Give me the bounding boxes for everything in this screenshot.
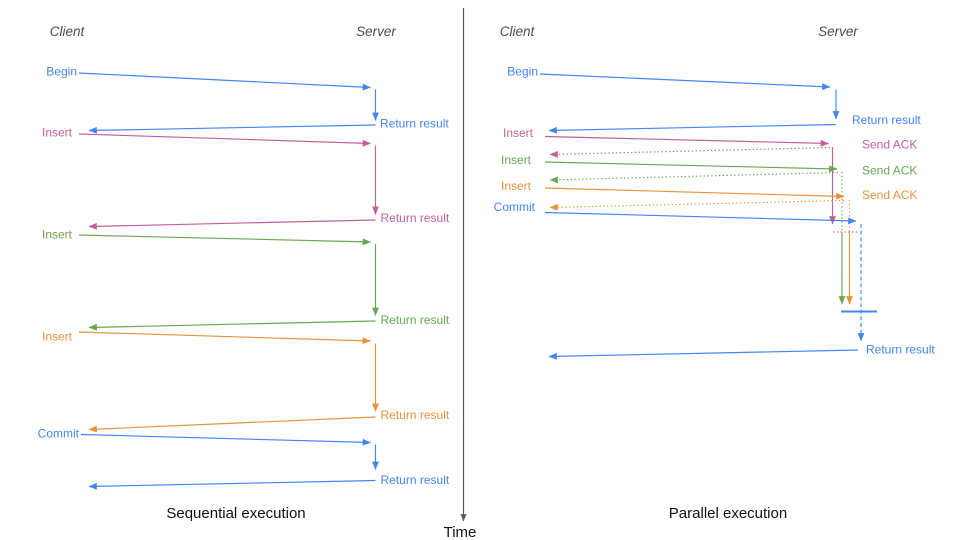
insert3-request-arrow — [78, 331, 371, 345]
client-header: Client — [500, 24, 536, 39]
begin-request-arrow — [78, 72, 371, 91]
insert2-request-arrow — [78, 234, 371, 246]
server-header: Server — [818, 24, 858, 39]
insert3-request-label: Insert — [501, 179, 532, 193]
insert2-request-arrow — [544, 161, 838, 173]
insert1-request-label: Insert — [42, 126, 73, 140]
begin-return-arrow — [548, 123, 837, 134]
begin-request-label: Begin — [507, 65, 538, 79]
commit-return-arrow — [88, 479, 376, 490]
insert2-request-label: Insert — [501, 153, 532, 167]
insert3-ack-label: Send ACK — [862, 188, 917, 202]
insert2-request-label: Insert — [42, 228, 73, 242]
begin-request-label: Begin — [46, 65, 77, 79]
insert1-return-arrow — [88, 219, 376, 230]
server-header: Server — [356, 24, 396, 39]
insert3-request-label: Insert — [42, 330, 73, 344]
sequential-panel: Client Server Begin Return result Insert… — [38, 24, 450, 522]
parallel-panel: Client Server Begin Return result Insert… — [494, 24, 936, 522]
time-axis: Time — [444, 8, 477, 540]
insert1-request-arrow — [78, 133, 371, 147]
commit-return-arrow — [548, 349, 859, 360]
client-header: Client — [50, 24, 86, 39]
begin-response-label: Return result — [380, 117, 449, 131]
insert1-ack-arrow — [549, 146, 831, 158]
commit-response-label: Return result — [866, 343, 935, 357]
parallel-caption: Parallel execution — [669, 505, 787, 522]
insert3-response-label: Return result — [381, 408, 450, 422]
begin-response-label: Return result — [852, 113, 921, 127]
insert2-return-arrow — [88, 320, 376, 331]
insert3-request-arrow — [544, 187, 845, 200]
insert2-ack-arrow — [549, 171, 839, 184]
insert1-response-label: Return result — [381, 211, 450, 225]
commit-response-label: Return result — [381, 473, 450, 487]
commit-request-arrow — [80, 433, 371, 446]
commit-request-label: Commit — [38, 427, 80, 441]
sequential-caption: Sequential execution — [166, 505, 305, 522]
begin-return-arrow — [88, 124, 376, 134]
insert1-ack-label: Send ACK — [862, 138, 917, 152]
insert3-return-arrow — [88, 416, 376, 433]
insert1-request-label: Insert — [503, 126, 534, 140]
commit-request-arrow — [544, 211, 857, 225]
begin-request-arrow — [539, 73, 831, 91]
insert1-request-arrow — [544, 135, 829, 147]
commit-request-label: Commit — [494, 200, 536, 214]
insert3-ack-arrow — [549, 199, 845, 211]
insert2-response-label: Return result — [381, 313, 450, 327]
time-axis-label: Time — [444, 524, 477, 540]
insert2-ack-label: Send ACK — [862, 164, 917, 178]
